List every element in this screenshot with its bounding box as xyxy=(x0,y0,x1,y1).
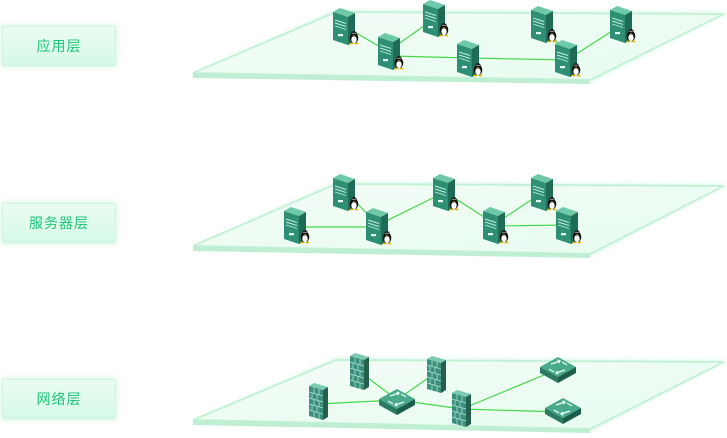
layer-label-application: 应用层 xyxy=(2,26,116,66)
linux-server-icon xyxy=(456,39,483,78)
linux-server-icon xyxy=(609,5,636,44)
linux-server-icon xyxy=(283,206,310,245)
linux-server-icon xyxy=(432,173,459,212)
linux-server-icon xyxy=(332,173,359,212)
linux-server-icon xyxy=(554,39,581,78)
linux-server-icon xyxy=(482,206,509,245)
firewall-icon xyxy=(349,352,370,391)
linux-server-icon xyxy=(377,32,404,71)
linux-server-icon xyxy=(332,7,359,46)
layer-label-server: 服务器层 xyxy=(2,203,116,243)
layer-plane-server xyxy=(190,182,727,258)
firewall-icon xyxy=(451,389,472,428)
linux-server-icon xyxy=(422,0,449,38)
linux-server-icon xyxy=(530,5,557,44)
layer-label-network: 网络层 xyxy=(2,379,116,419)
linux-server-icon xyxy=(530,173,557,212)
firewall-icon xyxy=(426,355,447,394)
linux-server-icon xyxy=(555,206,582,245)
firewall-icon xyxy=(308,382,329,421)
linux-server-icon xyxy=(365,207,392,246)
